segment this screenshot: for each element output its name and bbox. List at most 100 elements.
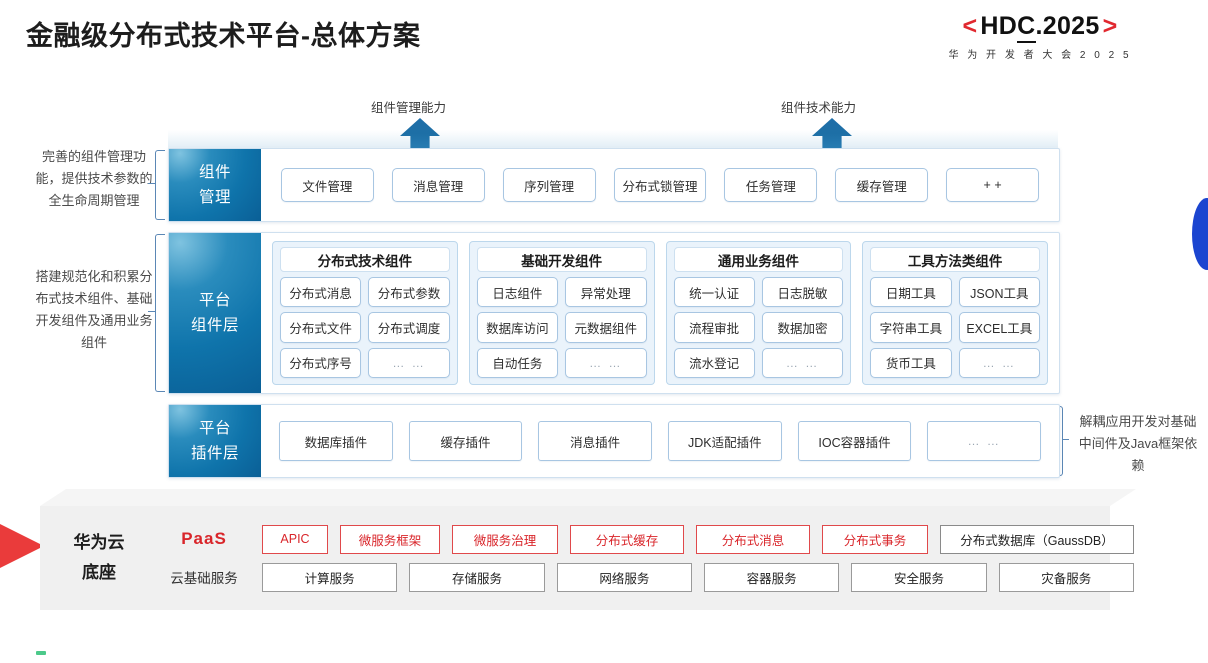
- group-grid-basic-dev: 日志组件 异常处理 数据库访问 元数据组件 自动任务 … …: [476, 277, 647, 378]
- plugin-item-message[interactable]: 消息插件: [538, 421, 653, 461]
- platform-plugin-layer-label: 平台 插件层: [169, 405, 261, 477]
- cloud-services-row: 云基础服务 计算服务 存储服务 网络服务 容器服务 安全服务 灾备服务: [158, 562, 1134, 592]
- side-note-left-1: 完善的组件管理功能，提供技术参数的全生命周期管理: [35, 149, 153, 208]
- chip-distributed-message[interactable]: 分布式消息: [280, 277, 362, 308]
- chip-log-masking[interactable]: 日志脱敏: [761, 277, 844, 308]
- group-tool-methods: 工具方法类组件 日期工具 JSON工具 字符串工具 EXCEL工具 货币工具 ……: [862, 241, 1048, 385]
- mgmt-item-task[interactable]: 任务管理: [724, 168, 818, 202]
- base-slab-rows: PaaS APIC 微服务框架 微服务治理 分布式缓存 分布式消息 分布式事务 …: [158, 524, 1156, 592]
- comp-label-line2: 组件层: [190, 317, 239, 334]
- bracket-left-mgmt: [155, 150, 165, 220]
- chip-log-component[interactable]: 日志组件: [476, 277, 559, 308]
- platform-component-groups: 分布式技术组件 分布式消息 分布式参数 分布式文件 分布式调度 分布式序号 … …: [261, 233, 1059, 393]
- chip-distributed-param[interactable]: 分布式参数: [368, 277, 450, 308]
- chip-exception-handling[interactable]: 异常处理: [565, 277, 647, 308]
- chip-common-business-more[interactable]: … …: [761, 347, 844, 378]
- chip-json-tool[interactable]: JSON工具: [958, 277, 1040, 308]
- group-basic-dev: 基础开发组件 日志组件 异常处理 数据库访问 元数据组件 自动任务 … …: [468, 241, 655, 385]
- bracket-tick-right-plugin: [1062, 439, 1069, 441]
- chip-db-access[interactable]: 数据库访问: [476, 312, 559, 343]
- bracket-left-component: [155, 234, 165, 392]
- hdc-logo-subtitle: 华 为 开 发 者 大 会 2 0 2 5: [948, 50, 1132, 61]
- group-row: 流程审批 数据加密: [673, 312, 844, 343]
- paas-item-distributed-database[interactable]: 分布式数据库（GaussDB）: [940, 524, 1134, 554]
- mgmt-label-line1: 组件: [198, 164, 231, 181]
- group-row: 日志组件 异常处理: [476, 277, 647, 308]
- group-row: 分布式消息 分布式参数: [280, 277, 450, 308]
- chip-basic-dev-more[interactable]: … …: [565, 347, 647, 378]
- chip-distributed-serial[interactable]: 分布式序号: [280, 347, 362, 378]
- group-row: 字符串工具 EXCEL工具: [870, 312, 1040, 343]
- huawei-cloud-base-layer: 华为云 底座 PaaS APIC 微服务框架 微服务治理 分布式缓存 分布式消息…: [40, 506, 1134, 610]
- base-slab-body: [40, 506, 1110, 610]
- plugin-item-jdk-adapter[interactable]: JDK适配插件: [668, 421, 782, 461]
- mgmt-item-more[interactable]: + +: [946, 168, 1040, 202]
- plugin-item-more[interactable]: … …: [927, 421, 1042, 461]
- mgmt-item-cache[interactable]: 缓存管理: [835, 168, 929, 202]
- green-marker-decoration: [36, 651, 46, 655]
- logo-right-bracket-icon: >: [1102, 12, 1118, 40]
- component-management-items: 文件管理 消息管理 序列管理 分布式锁管理 任务管理 缓存管理 + +: [261, 149, 1059, 221]
- cloud-row-key: 云基础服务: [170, 571, 238, 586]
- paas-item-microservice-governance[interactable]: 微服务治理: [452, 524, 558, 554]
- chip-distributed-file[interactable]: 分布式文件: [280, 312, 362, 343]
- chip-auto-task[interactable]: 自动任务: [476, 347, 559, 378]
- comp-label-line1: 平台: [198, 292, 231, 309]
- chip-transaction-record[interactable]: 流水登记: [673, 347, 755, 378]
- group-title-tool-methods: 工具方法类组件: [870, 247, 1040, 272]
- bracket-tick-left-mgmt: [148, 183, 155, 185]
- group-common-business: 通用业务组件 统一认证 日志脱敏 流程审批 数据加密 流水登记 … …: [665, 241, 852, 385]
- hdc-logo-main: <HDC.2025>: [890, 12, 1190, 43]
- group-row: 货币工具 … …: [870, 347, 1040, 378]
- group-row: 统一认证 日志脱敏: [673, 277, 844, 308]
- group-row: 分布式文件 分布式调度: [280, 312, 450, 343]
- group-title-distributed-tech: 分布式技术组件: [280, 247, 450, 272]
- arrow-label-component-technology: 组件技术能力: [781, 101, 857, 115]
- paas-item-distributed-cache[interactable]: 分布式缓存: [570, 524, 684, 554]
- plugin-item-ioc-container[interactable]: IOC容器插件: [797, 421, 912, 461]
- plugin-item-database[interactable]: 数据库插件: [279, 421, 393, 461]
- chip-unified-auth[interactable]: 统一认证: [673, 277, 755, 308]
- chip-tool-methods-more[interactable]: … …: [958, 347, 1040, 378]
- chip-metadata-component[interactable]: 元数据组件: [565, 312, 647, 343]
- cloud-item-container[interactable]: 容器服务: [703, 562, 840, 592]
- cloud-item-compute[interactable]: 计算服务: [262, 562, 398, 592]
- paas-item-apic[interactable]: APIC: [262, 524, 328, 554]
- mgmt-item-distributed-lock[interactable]: 分布式锁管理: [613, 168, 707, 202]
- blue-lens-decoration: [1192, 198, 1208, 270]
- chip-currency-tool[interactable]: 货币工具: [870, 347, 952, 378]
- chip-string-tool[interactable]: 字符串工具: [870, 312, 952, 343]
- cloud-item-network[interactable]: 网络服务: [556, 562, 692, 592]
- mgmt-item-file[interactable]: 文件管理: [281, 168, 374, 202]
- cloud-item-security[interactable]: 安全服务: [851, 562, 987, 592]
- chip-excel-tool[interactable]: EXCEL工具: [958, 312, 1040, 343]
- component-management-layer-label: 组件 管理: [169, 149, 261, 221]
- chip-date-tool[interactable]: 日期工具: [870, 277, 952, 308]
- base-title-line1: 华为云: [73, 533, 125, 552]
- logo-left-bracket-icon: <: [962, 12, 978, 40]
- group-distributed-tech: 分布式技术组件 分布式消息 分布式参数 分布式文件 分布式调度 分布式序号 … …: [272, 241, 458, 385]
- paas-item-distributed-message[interactable]: 分布式消息: [696, 524, 810, 554]
- chip-process-approval[interactable]: 流程审批: [673, 312, 755, 343]
- huawei-cloud-base-title: 华为云 底座: [40, 528, 158, 588]
- chip-distributed-schedule[interactable]: 分布式调度: [368, 312, 450, 343]
- mgmt-item-sequence[interactable]: 序列管理: [502, 168, 596, 202]
- red-wedge-decoration: [0, 503, 44, 589]
- chip-data-encryption[interactable]: 数据加密: [761, 312, 844, 343]
- plug-label-line1: 平台: [198, 420, 231, 437]
- plugin-item-cache[interactable]: 缓存插件: [408, 421, 523, 461]
- paas-row: PaaS APIC 微服务框架 微服务治理 分布式缓存 分布式消息 分布式事务 …: [158, 524, 1134, 554]
- page-title: 金融级分布式技术平台-总体方案: [26, 21, 421, 51]
- chip-distributed-more[interactable]: … …: [368, 347, 450, 378]
- paas-item-distributed-transaction[interactable]: 分布式事务: [822, 524, 928, 554]
- hdc-logo: <HDC.2025> 华 为 开 发 者 大 会 2 0 2 5: [890, 12, 1190, 61]
- mgmt-item-message[interactable]: 消息管理: [391, 168, 485, 202]
- logo-text-hd: HD: [980, 12, 1018, 40]
- paas-item-microservice-framework[interactable]: 微服务框架: [340, 524, 440, 554]
- cloud-item-storage[interactable]: 存储服务: [409, 562, 545, 592]
- group-row: 自动任务 … …: [476, 347, 647, 378]
- side-note-left-2: 搭建规范化和积累分布式技术组件、基础开发组件及通用业务组件: [35, 269, 153, 350]
- cloud-item-disaster-recovery[interactable]: 灾备服务: [998, 562, 1134, 592]
- arrow-label-component-management: 组件管理能力: [371, 101, 447, 115]
- logo-text-year: .2025: [1035, 12, 1100, 40]
